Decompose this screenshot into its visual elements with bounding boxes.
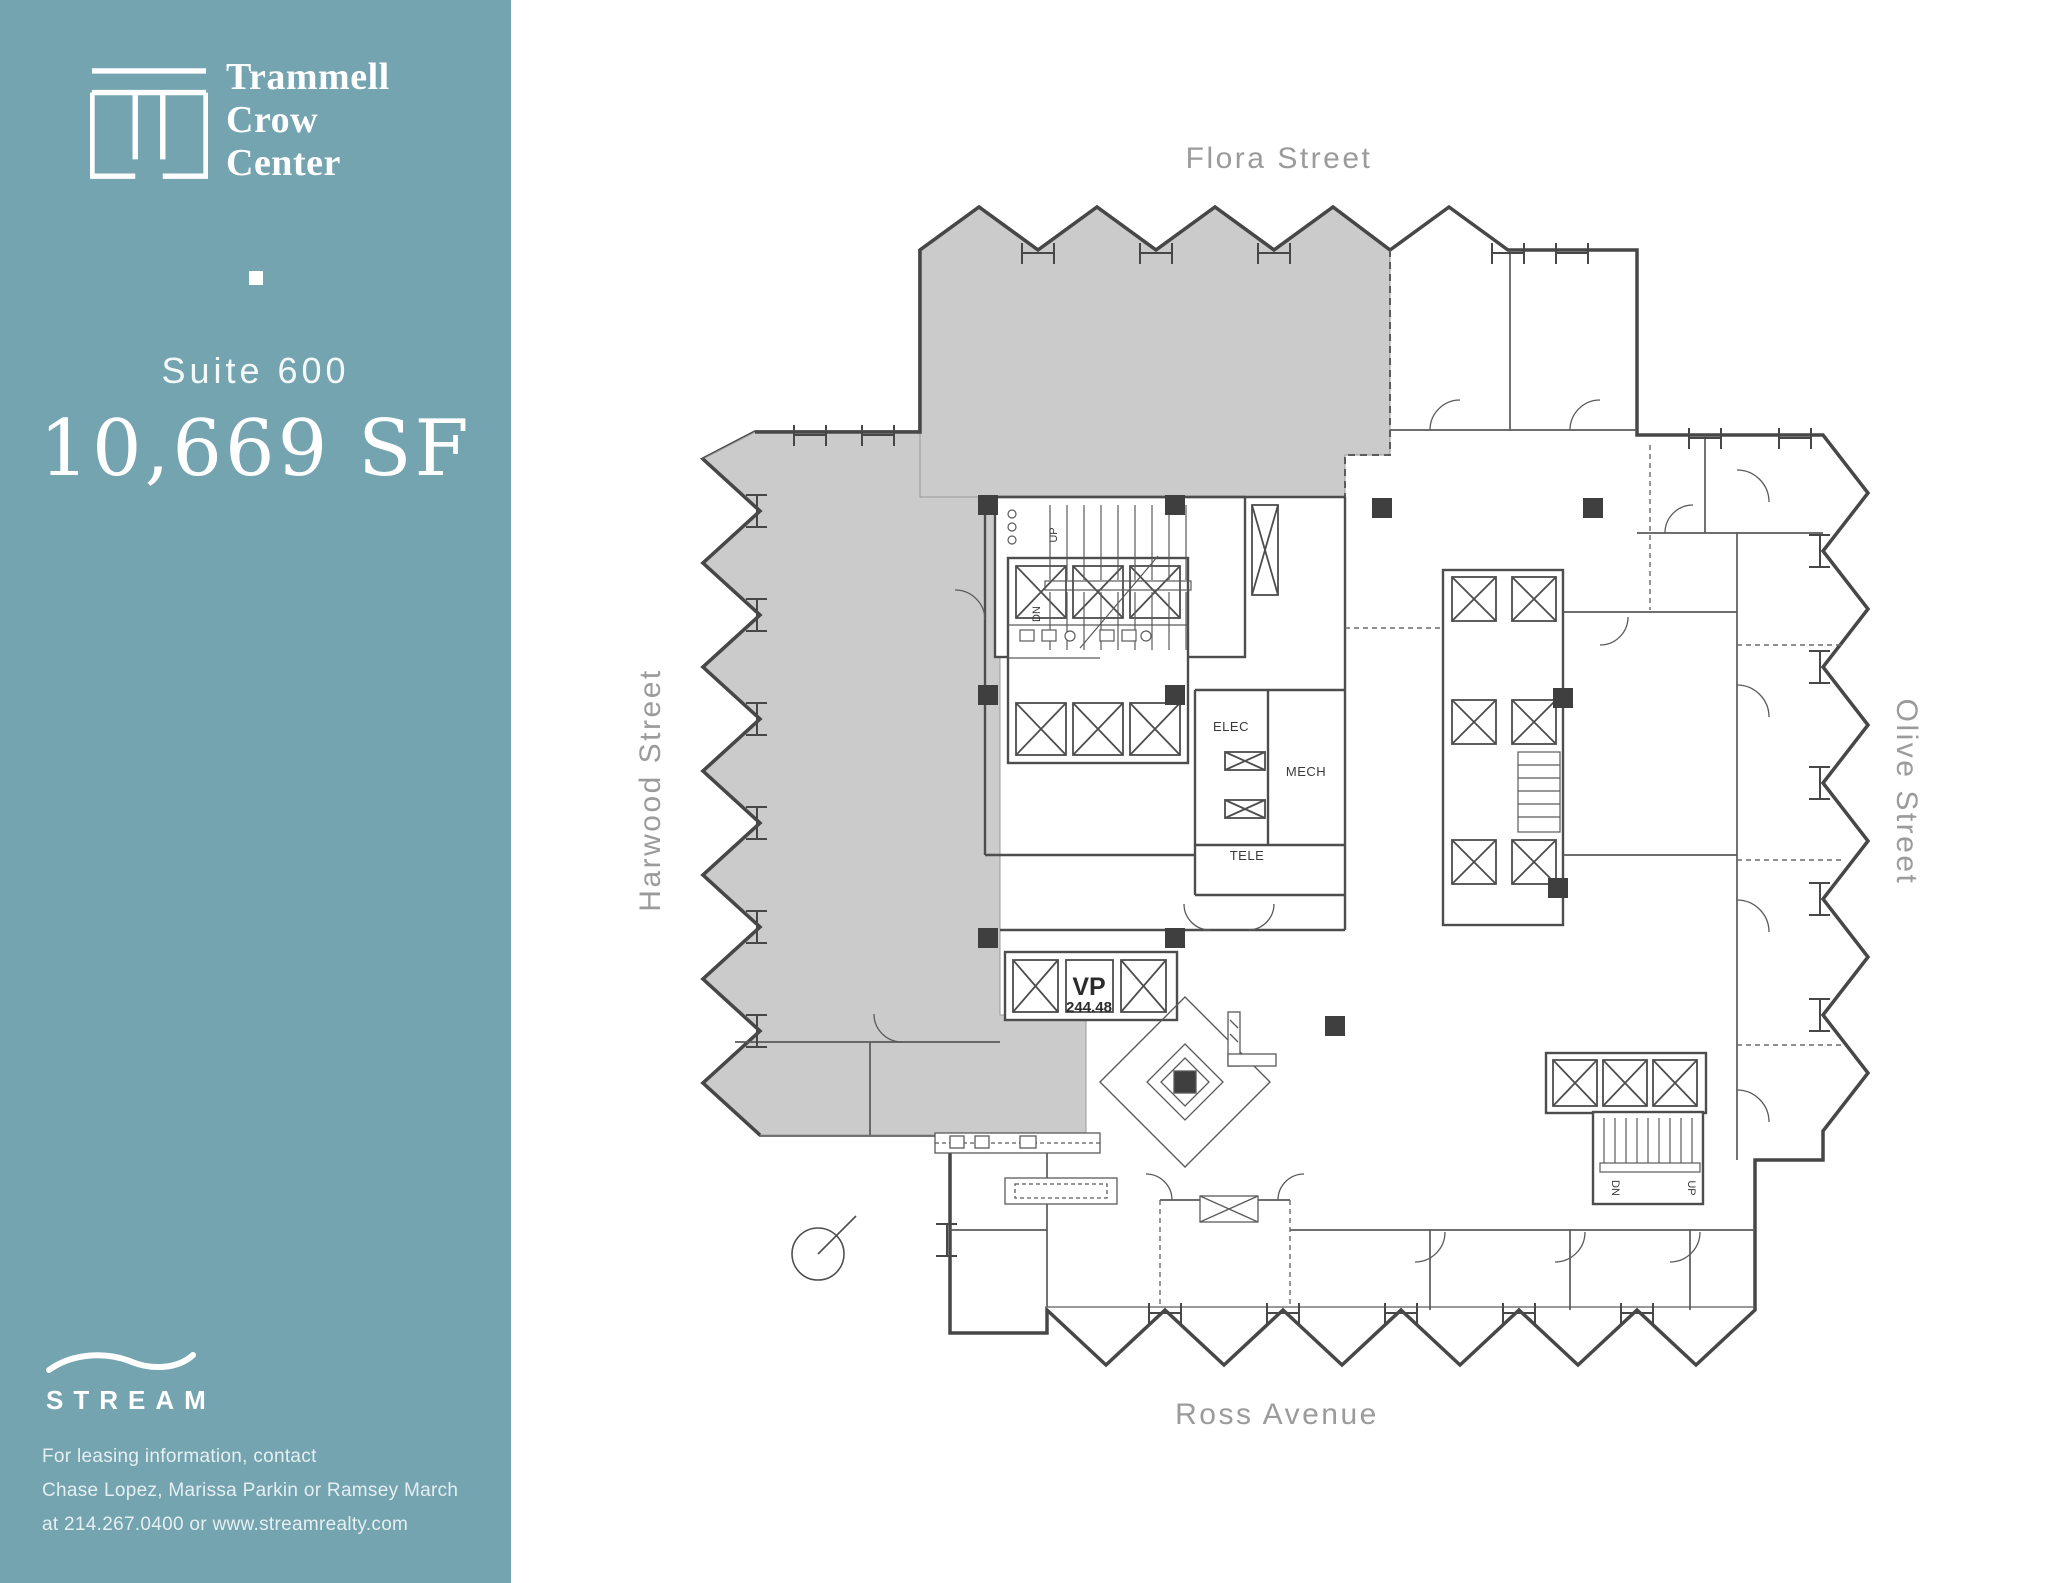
leasing-contact-block: For leasing information, contact Chase L… (42, 1440, 458, 1542)
suite-highlight-area (702, 206, 1391, 1136)
stair-treads (1044, 505, 1701, 1173)
structural-columns (978, 495, 1603, 1036)
furniture (934, 1011, 1277, 1223)
area-label: 10,669 SF (39, 404, 472, 494)
room-partitions (735, 250, 1823, 1310)
door-swings (873, 399, 1770, 1263)
sidebar-panel: Trammell Crow Center Suite 600 10,669 SF… (0, 0, 511, 1583)
restroom-fixtures (1007, 509, 1188, 659)
stream-wordmark: STREAM (46, 1385, 216, 1415)
stream-wave-icon (46, 1352, 196, 1373)
stair-label-dn: DN (1031, 606, 1043, 622)
logo-line-3: Center (226, 142, 341, 184)
logo-wordmark: Trammell Crow Center (226, 56, 390, 185)
stair-label-up: UP (1048, 527, 1060, 542)
room-label-tele: TELE (1230, 848, 1265, 863)
contact-line-3: at 214.267.0400 or www.streamrealty.com (42, 1514, 409, 1535)
room-label-elec: ELEC (1213, 719, 1249, 734)
label-vp-value: 244.48 (1066, 999, 1112, 1016)
trammell-crow-logo-icon (90, 68, 208, 179)
contact-line-1: For leasing information, contact (42, 1446, 317, 1467)
stair2-label-up: UP (1685, 1180, 1697, 1195)
room-label-mech: MECH (1286, 764, 1326, 779)
dashed-partitions (1159, 445, 1845, 1307)
north-arrow-icon (791, 1215, 857, 1281)
logo-line-2: Crow (226, 99, 319, 141)
elevator-shafts (1012, 504, 1698, 1107)
street-label-flora: Flora Street (1185, 142, 1373, 175)
logo-line-1: Trammell (226, 56, 390, 98)
divider-square-icon (249, 271, 263, 285)
label-vp: VP (1072, 973, 1105, 1001)
stream-logo: STREAM (46, 1348, 216, 1416)
trammell-crow-logo: Trammell Crow Center (90, 56, 470, 192)
suite-boundary-dashed (1344, 250, 1391, 497)
street-label-ross: Ross Avenue (1175, 1398, 1379, 1431)
suite-label: Suite 600 (161, 350, 350, 391)
stair2-label-dn: DN (1609, 1180, 1621, 1196)
contact-line-2: Chase Lopez, Marissa Parkin or Ramsey Ma… (42, 1480, 459, 1501)
